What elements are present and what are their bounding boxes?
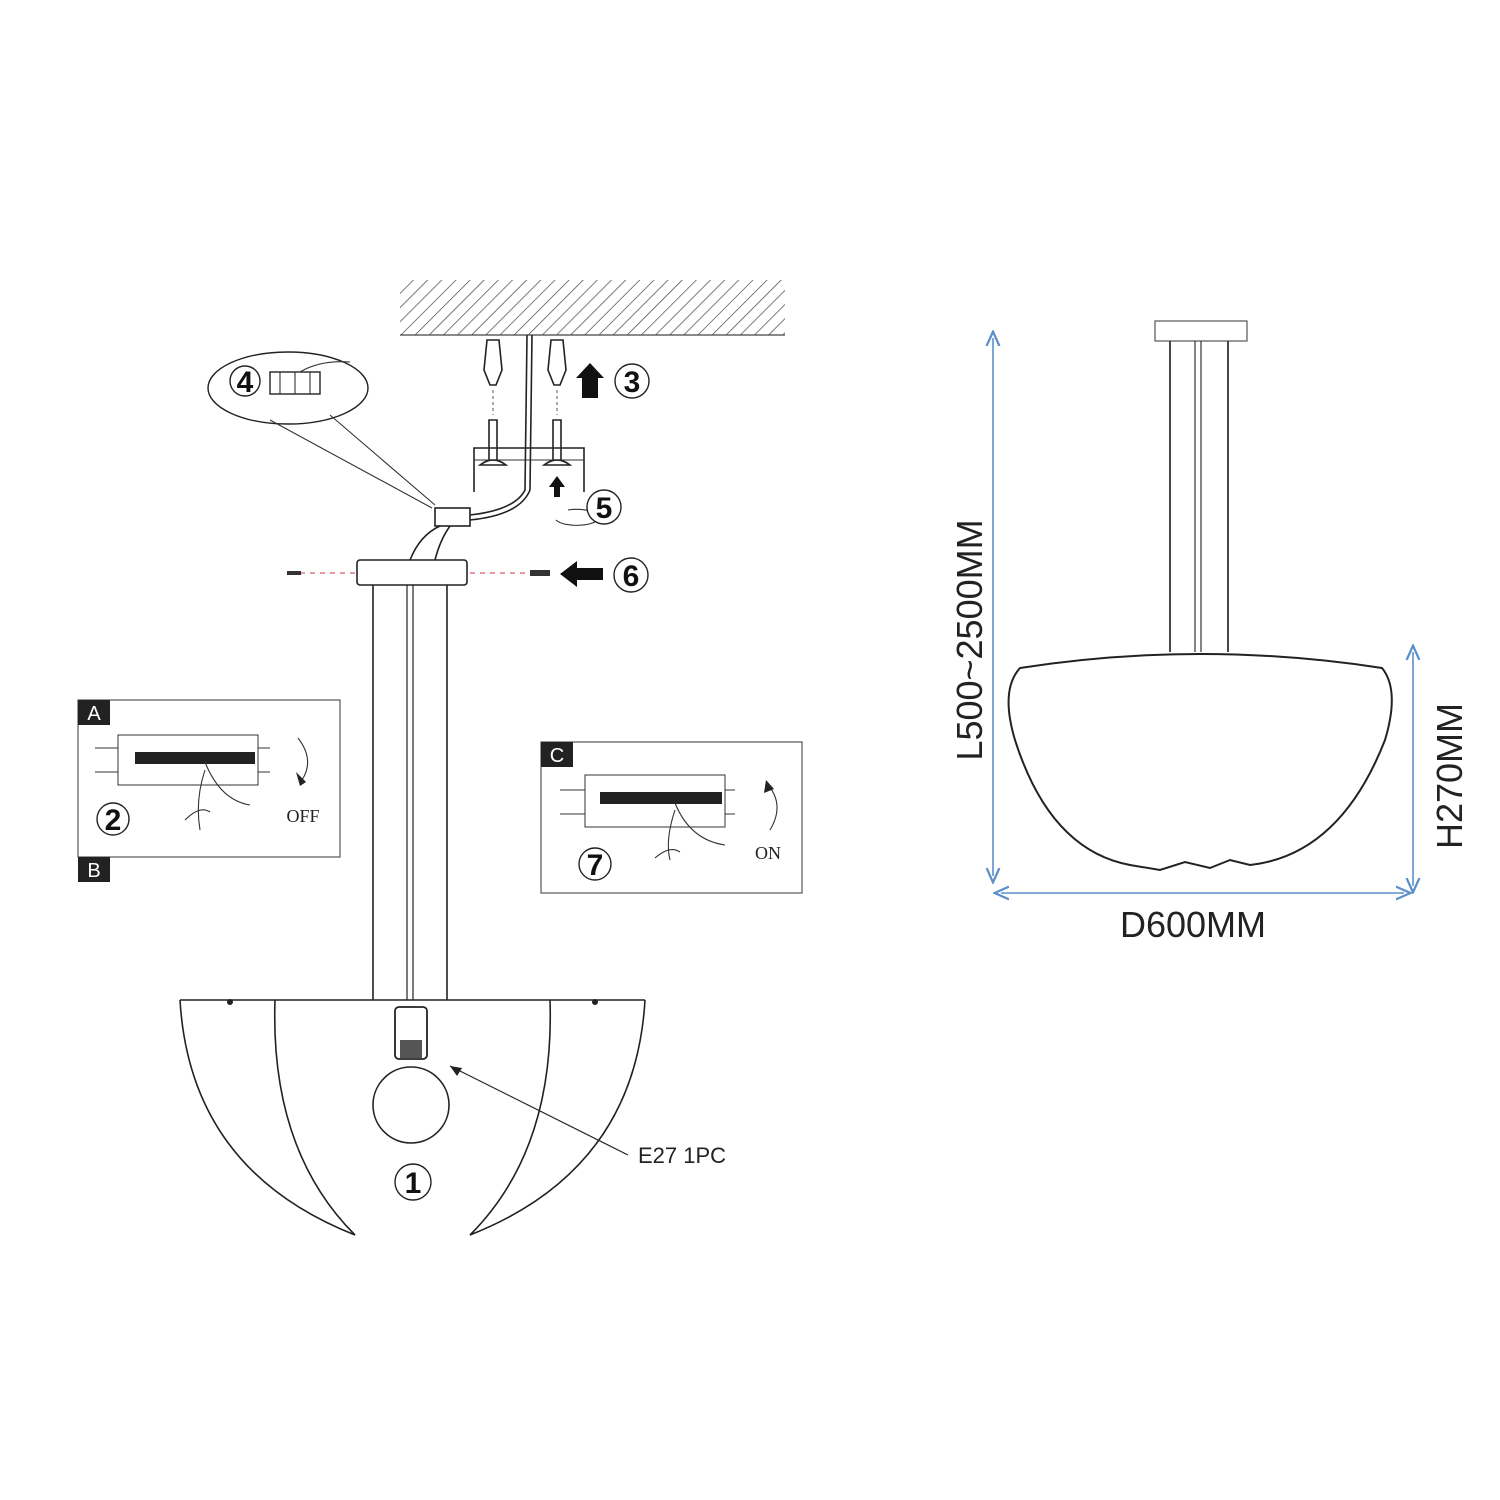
arrow-up-icon [576,363,604,398]
arrow-left-icon [560,561,603,587]
suspension-rods [372,585,448,1000]
terminal-block [434,507,471,527]
panel-breaker-off: A B 2 OFF [77,699,341,882]
panel-a-tag: A [87,703,101,725]
step-6-label: 6 [623,560,640,593]
on-label: ON [755,843,781,863]
step-7-label: 7 [587,849,604,882]
height-dimension-label: H270MM [1429,703,1470,849]
ceiling [400,280,785,335]
step-4-label: 4 [237,366,254,399]
step-5-label: 5 [596,492,613,525]
panel-c-tag: C [550,745,564,767]
arrow-up-icon [549,476,565,497]
wall-anchors [483,339,567,415]
panel-b-tag: B [87,860,100,882]
bulb-spec-label: E27 1PC [638,1143,726,1168]
panel-breaker-on: C 7 ON [540,741,803,894]
canopy [356,559,468,586]
mounting-bracket [473,447,585,492]
product-dimension-view [1007,320,1393,872]
lamp-shade [179,999,646,1236]
step-2-label: 2 [105,804,122,837]
step-3-label: 3 [624,366,641,399]
bulb [372,1066,450,1144]
supply-wire [445,334,533,521]
length-dimension-label: L500~2500MM [949,519,990,760]
off-label: OFF [286,806,319,826]
arrow-down-icon [297,737,309,781]
diameter-dimension-label: D600MM [1120,904,1266,945]
dimension-lines [993,338,1413,893]
step-1-label: 1 [405,1167,422,1200]
